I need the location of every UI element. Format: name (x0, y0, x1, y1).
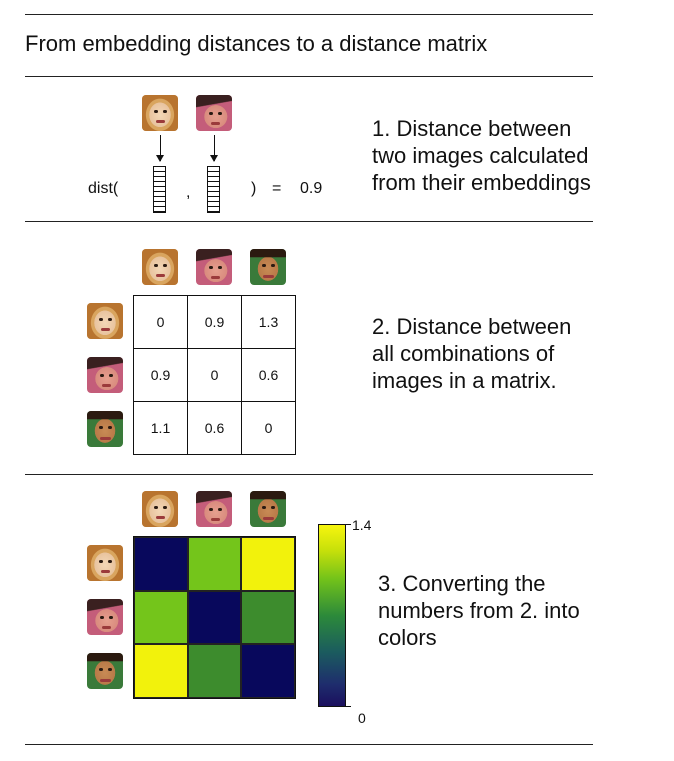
matrix-cell: 0.6 (242, 349, 296, 402)
face-1-icon (142, 95, 178, 131)
colorbar-tick (346, 706, 351, 707)
matrix-cell: 0.9 (134, 349, 188, 402)
heatmap-cell (134, 644, 188, 698)
heatmap-cell (134, 537, 188, 591)
distance-value: 0.9 (300, 180, 322, 198)
matrix-cell: 0 (134, 296, 188, 349)
heatmap-cell (241, 591, 295, 645)
face-3-icon (250, 249, 286, 285)
matrix-row: 0 0.9 1.3 (134, 296, 296, 349)
equals-label: = (272, 180, 281, 198)
embedding-vector-2 (207, 166, 220, 213)
heatmap-cell (134, 591, 188, 645)
face-1-icon (87, 545, 123, 581)
heatmap-cell (241, 644, 295, 698)
matrix-cell: 1.3 (242, 296, 296, 349)
matrix-cell: 0.6 (188, 402, 242, 455)
matrix-cell: 0.9 (188, 296, 242, 349)
section2-rule (25, 474, 593, 475)
face-1-icon (142, 249, 178, 285)
arrow-down-icon (160, 135, 161, 161)
bottom-rule (25, 744, 593, 745)
matrix-cell: 0 (242, 402, 296, 455)
heatmap-cell (188, 537, 242, 591)
matrix-row: 1.1 0.6 0 (134, 402, 296, 455)
colorbar-max-label: 1.4 (352, 517, 371, 533)
heatmap (133, 536, 296, 699)
comma-label: , (186, 184, 190, 202)
matrix-row: 0.9 0 0.6 (134, 349, 296, 402)
colorbar (318, 524, 346, 707)
face-3-icon (87, 653, 123, 689)
face-2-icon (87, 357, 123, 393)
step2-description: 2. Distance between all combinations of … (372, 313, 571, 394)
face-3-icon (87, 411, 123, 447)
close-paren-label: ) (251, 180, 256, 198)
heatmap-cell (188, 644, 242, 698)
face-2-icon (196, 491, 232, 527)
matrix-cell: 0 (188, 349, 242, 402)
embedding-vector-1 (153, 166, 166, 213)
colorbar-tick (346, 524, 351, 525)
dist-function-label: dist( (88, 180, 118, 198)
distance-matrix: 0 0.9 1.3 0.9 0 0.6 1.1 0.6 0 (133, 295, 296, 455)
step1-description: 1. Distance between two images calculate… (372, 115, 591, 196)
page-title: From embedding distances to a distance m… (25, 31, 487, 57)
arrow-down-icon (214, 135, 215, 161)
top-rule (25, 14, 593, 15)
heatmap-cell (188, 591, 242, 645)
colorbar-min-label: 0 (358, 710, 366, 726)
face-3-icon (250, 491, 286, 527)
face-1-icon (142, 491, 178, 527)
face-2-icon (196, 95, 232, 131)
matrix-cell: 1.1 (134, 402, 188, 455)
face-2-icon (87, 599, 123, 635)
face-2-icon (196, 249, 232, 285)
step3-description: 3. Converting the numbers from 2. into c… (378, 570, 580, 651)
section1-rule (25, 221, 593, 222)
heatmap-cell (241, 537, 295, 591)
title-rule (25, 76, 593, 77)
face-1-icon (87, 303, 123, 339)
